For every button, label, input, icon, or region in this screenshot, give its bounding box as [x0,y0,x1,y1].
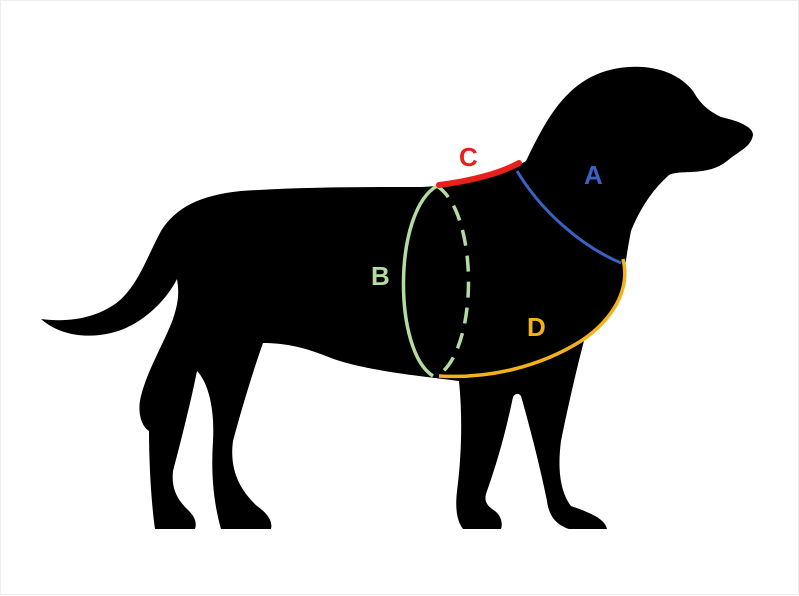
label-d: D [527,312,546,342]
label-c: C [459,142,478,172]
label-b: B [371,261,390,291]
label-a: A [584,160,603,190]
dog-body-shape [41,67,753,529]
dog-silhouette [41,67,753,529]
